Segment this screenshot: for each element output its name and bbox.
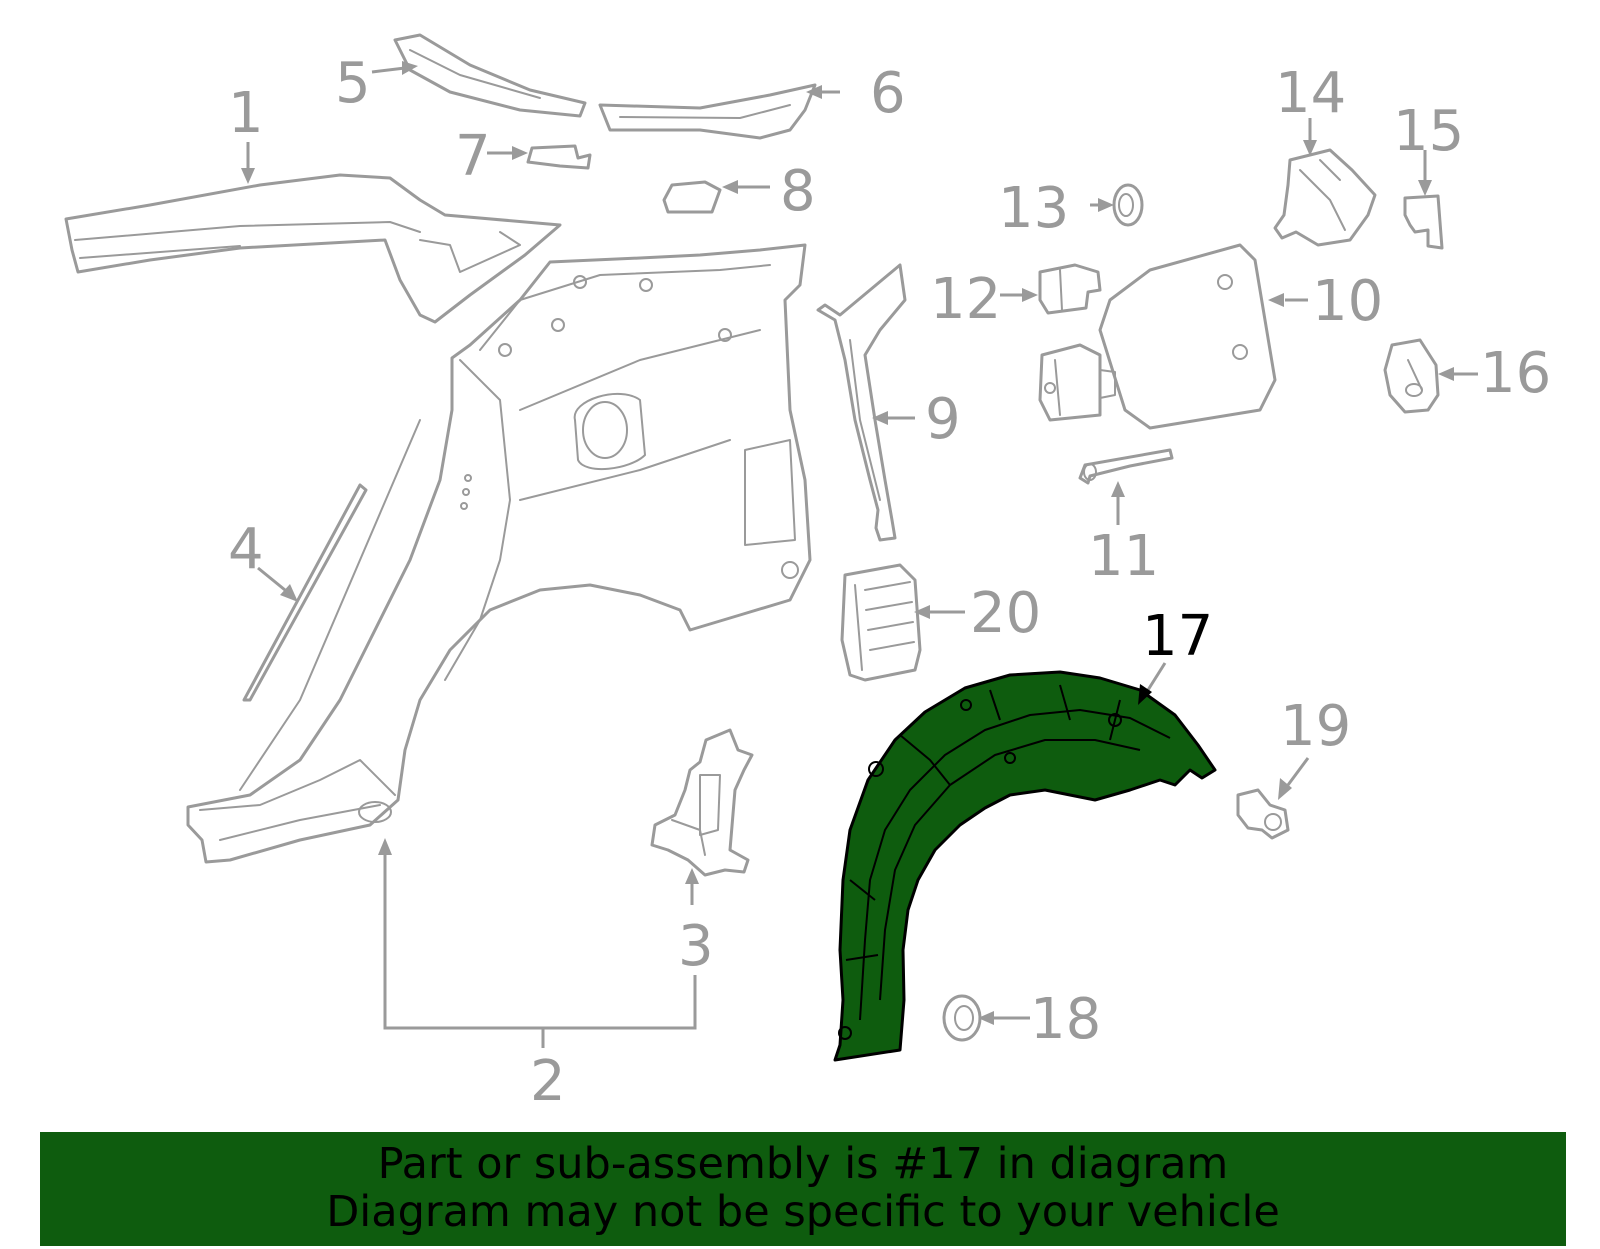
- callout-9: 9: [925, 387, 961, 452]
- part-6-rail: [598, 83, 817, 140]
- part-8-small-bracket: [662, 180, 722, 214]
- footer-line-2: Diagram may not be specific to your vehi…: [326, 1187, 1280, 1237]
- part-19-clip: [1236, 788, 1290, 840]
- callout-5: 5: [335, 51, 371, 116]
- callout-labels: 1 2 3 4 5 6 7 8 9 10 11 12 13 14 15 16 1…: [228, 51, 1551, 1114]
- part-16-grommet: [1383, 338, 1440, 414]
- callout-12: 12: [930, 267, 1001, 332]
- part-2-quarter-panel: [186, 243, 812, 864]
- part-10-fuel-door: [1038, 243, 1277, 430]
- callout-3: 3: [678, 914, 714, 979]
- part-1-roof-side-rail: [64, 173, 562, 324]
- callout-8: 8: [780, 159, 816, 224]
- part-7-small-bracket: [526, 144, 592, 170]
- part-18-nut: [942, 994, 982, 1042]
- footer-line-1: Part or sub-assembly is #17 in diagram: [377, 1139, 1229, 1189]
- part-15-clip: [1403, 194, 1444, 250]
- callout-20: 20: [970, 581, 1041, 646]
- part-4-seal-strip: [242, 483, 368, 702]
- part-5-rail: [393, 33, 587, 118]
- callout-17: 17: [1142, 604, 1213, 669]
- callout-2: 2: [530, 1049, 566, 1114]
- leader-lines: [241, 61, 1478, 1048]
- part-13-nut: [1112, 183, 1144, 227]
- part-14-housing: [1273, 148, 1377, 247]
- callout-4: 4: [228, 517, 264, 582]
- callout-6: 6: [870, 61, 906, 126]
- callout-16: 16: [1480, 341, 1551, 406]
- part-11-rivet: [1078, 448, 1174, 485]
- part-3-bracket: [650, 728, 754, 877]
- callout-13: 13: [998, 176, 1069, 241]
- callout-10: 10: [1312, 269, 1383, 334]
- callout-7: 7: [455, 124, 491, 189]
- callout-11: 11: [1088, 524, 1159, 589]
- callout-1: 1: [228, 81, 264, 146]
- footer-banner: Part or sub-assembly is #17 in diagram D…: [40, 1132, 1566, 1246]
- part-17-fender-liner: [833, 670, 1217, 1062]
- part-12-actuator: [1038, 263, 1102, 315]
- callout-15: 15: [1393, 99, 1464, 164]
- callout-19: 19: [1280, 694, 1351, 759]
- part-9-gutter: [816, 263, 907, 542]
- part-20-vent: [840, 563, 922, 682]
- callout-18: 18: [1030, 987, 1101, 1052]
- callout-14: 14: [1275, 61, 1346, 126]
